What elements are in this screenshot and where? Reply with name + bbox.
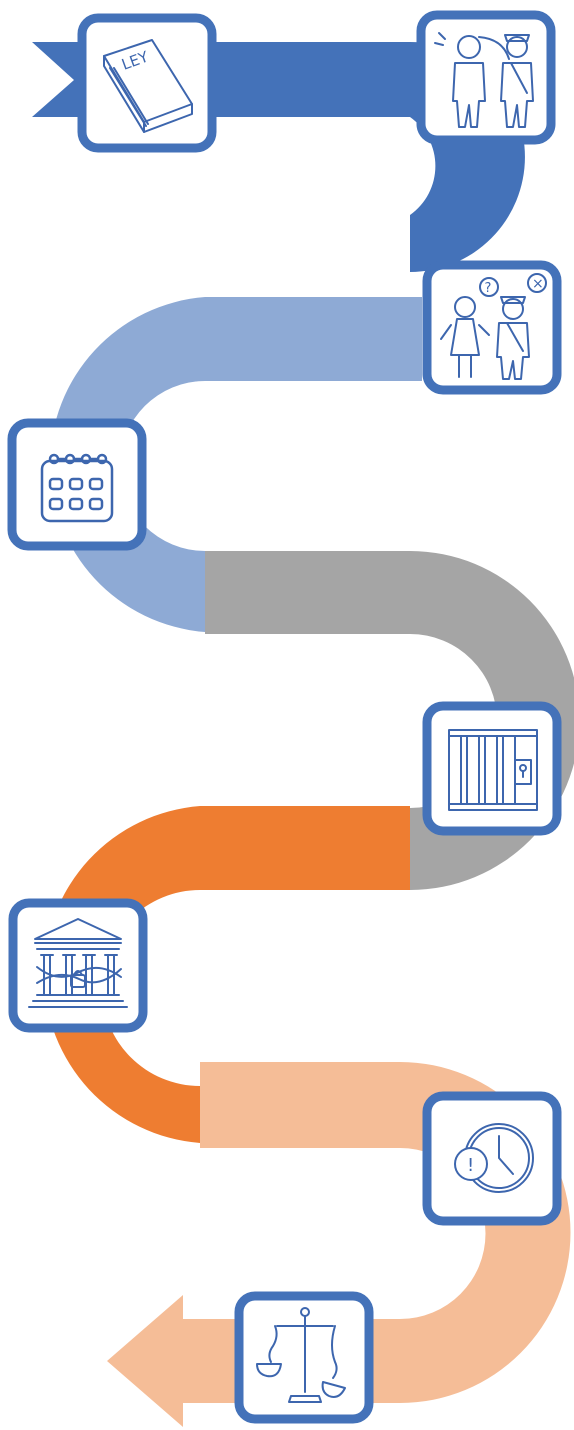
step-box-frame	[7, 418, 147, 551]
step-box-law: LEY	[77, 13, 217, 153]
ribbon-segment-light-blue	[49, 297, 422, 632]
step-box-clock: !	[422, 1091, 562, 1226]
jail-cell-icon	[448, 729, 538, 811]
denial-mark: ×	[532, 276, 544, 292]
step-box-questioning: ? ×	[422, 260, 562, 395]
unbalanced-scales-icon	[256, 1307, 346, 1403]
chained-courthouse-icon	[28, 918, 128, 1008]
question-mark: ?	[485, 281, 492, 296]
clock-alert-icon: !	[454, 1123, 534, 1193]
step-box-frame	[77, 13, 217, 153]
step-box-frame	[422, 1091, 562, 1226]
step-box-courthouse	[8, 898, 148, 1033]
step-box-scales	[234, 1291, 374, 1424]
questioning-icon: ? ×	[440, 273, 547, 380]
step-box-calendar	[7, 418, 147, 551]
police-arrest-icon	[434, 32, 534, 128]
ribbon-segment-orange	[43, 806, 410, 1143]
step-box-frame	[8, 898, 148, 1033]
step-box-frame	[416, 10, 556, 145]
calendar-icon	[40, 453, 114, 523]
alert-mark: !	[467, 1155, 474, 1176]
step-box-jail	[422, 701, 562, 836]
step-box-arrest	[416, 10, 556, 145]
step-box-frame	[422, 701, 562, 836]
